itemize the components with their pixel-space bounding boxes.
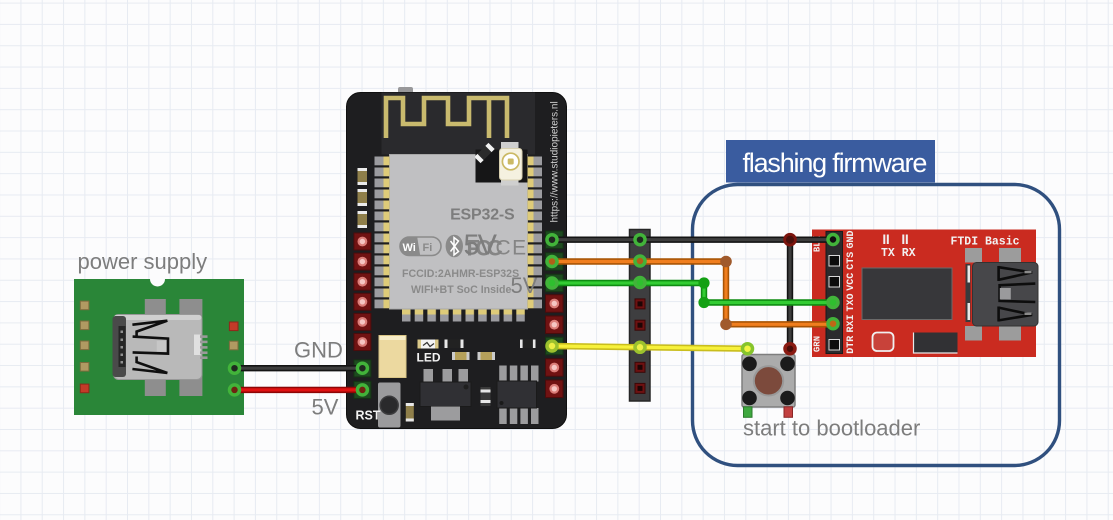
svg-text:CE: CE (496, 237, 528, 260)
svg-text:GND: GND (846, 230, 857, 248)
svg-text:DTR: DTR (846, 336, 857, 354)
svg-text:Wi: Wi (403, 242, 416, 254)
svg-text:TX RX: TX RX (881, 247, 916, 260)
svg-text:GRN: GRN (813, 336, 823, 352)
svg-text:FCCID:2AHMR-ESP32S: FCCID:2AHMR-ESP32S (402, 268, 519, 280)
svg-text:LED: LED (417, 351, 441, 365)
svg-text:WIFI+BT SoC Inside: WIFI+BT SoC Inside (411, 284, 511, 296)
svg-text:https://www.studiopieters.nl: https://www.studiopieters.nl (550, 101, 561, 222)
svg-text:RST: RST (356, 409, 381, 423)
svg-text:start to bootloader: start to bootloader (743, 416, 920, 441)
svg-text:FTDI Basic: FTDI Basic (951, 236, 1020, 249)
svg-text:ESP32-S: ESP32-S (450, 207, 515, 224)
svg-text:5V: 5V (511, 273, 538, 298)
svg-text:BLK: BLK (813, 235, 823, 252)
svg-text:GND: GND (294, 338, 343, 363)
svg-text:5V: 5V (464, 230, 498, 262)
svg-text:flashing firmware: flashing firmware (743, 148, 927, 178)
svg-text:power supply: power supply (78, 249, 208, 274)
svg-text:RXI: RXI (846, 314, 857, 332)
svg-text:VCC: VCC (846, 273, 857, 291)
svg-text:CTS: CTS (846, 252, 857, 270)
svg-text:5V: 5V (312, 395, 339, 420)
svg-text:Fi: Fi (423, 242, 433, 254)
svg-text:TXO: TXO (846, 293, 857, 311)
